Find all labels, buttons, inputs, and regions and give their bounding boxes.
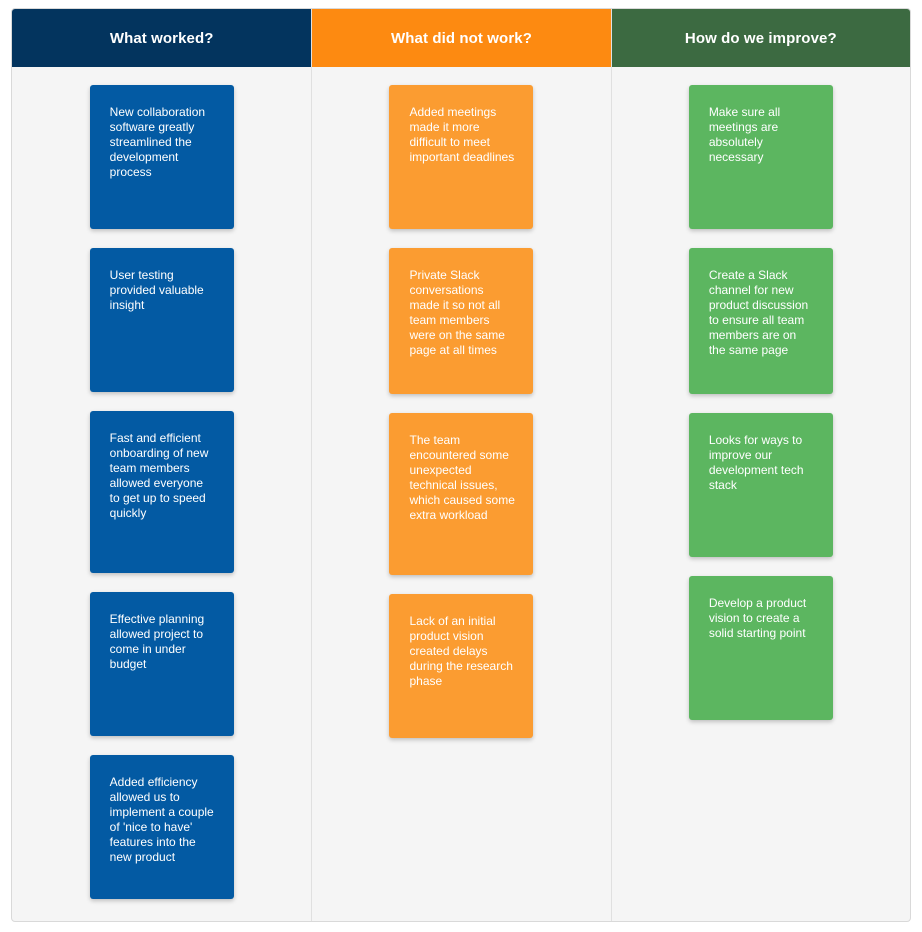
sticky-note[interactable]: New collaboration software greatly strea…	[89, 85, 234, 229]
retrospective-board: What worked? New collaboration software …	[11, 8, 911, 922]
column-how-do-we-improve: How do we improve? Make sure all meeting…	[610, 9, 910, 921]
column-what-did-not-work: What did not work? Added meetings made i…	[311, 9, 611, 921]
sticky-note[interactable]: Develop a product vision to create a sol…	[688, 576, 833, 720]
column-header: What did not work?	[312, 9, 611, 67]
card-list: Added meetings made it more difficult to…	[312, 67, 610, 757]
sticky-note[interactable]: Looks for ways to improve our developmen…	[688, 413, 833, 557]
sticky-note[interactable]: Fast and efficient onboarding of new tea…	[89, 411, 234, 573]
card-list: New collaboration software greatly strea…	[12, 67, 311, 918]
sticky-note[interactable]: Make sure all meetings are absolutely ne…	[688, 85, 833, 229]
column-header: How do we improve?	[611, 9, 910, 67]
sticky-note[interactable]: Lack of an initial product vision create…	[389, 594, 534, 738]
sticky-note[interactable]: Added efficiency allowed us to implement…	[89, 755, 234, 899]
sticky-note[interactable]: Effective planning allowed project to co…	[89, 592, 234, 736]
sticky-note[interactable]: The team encountered some unexpected tec…	[389, 413, 534, 575]
column-what-worked: What worked? New collaboration software …	[12, 9, 312, 921]
sticky-note[interactable]: Create a Slack channel for new product d…	[688, 248, 833, 394]
column-header: What worked?	[12, 9, 312, 67]
sticky-note[interactable]: User testing provided valuable insight	[89, 248, 234, 392]
card-list: Make sure all meetings are absolutely ne…	[612, 67, 910, 739]
sticky-note[interactable]: Added meetings made it more difficult to…	[389, 85, 534, 229]
sticky-note[interactable]: Private Slack conversations made it so n…	[389, 248, 534, 394]
